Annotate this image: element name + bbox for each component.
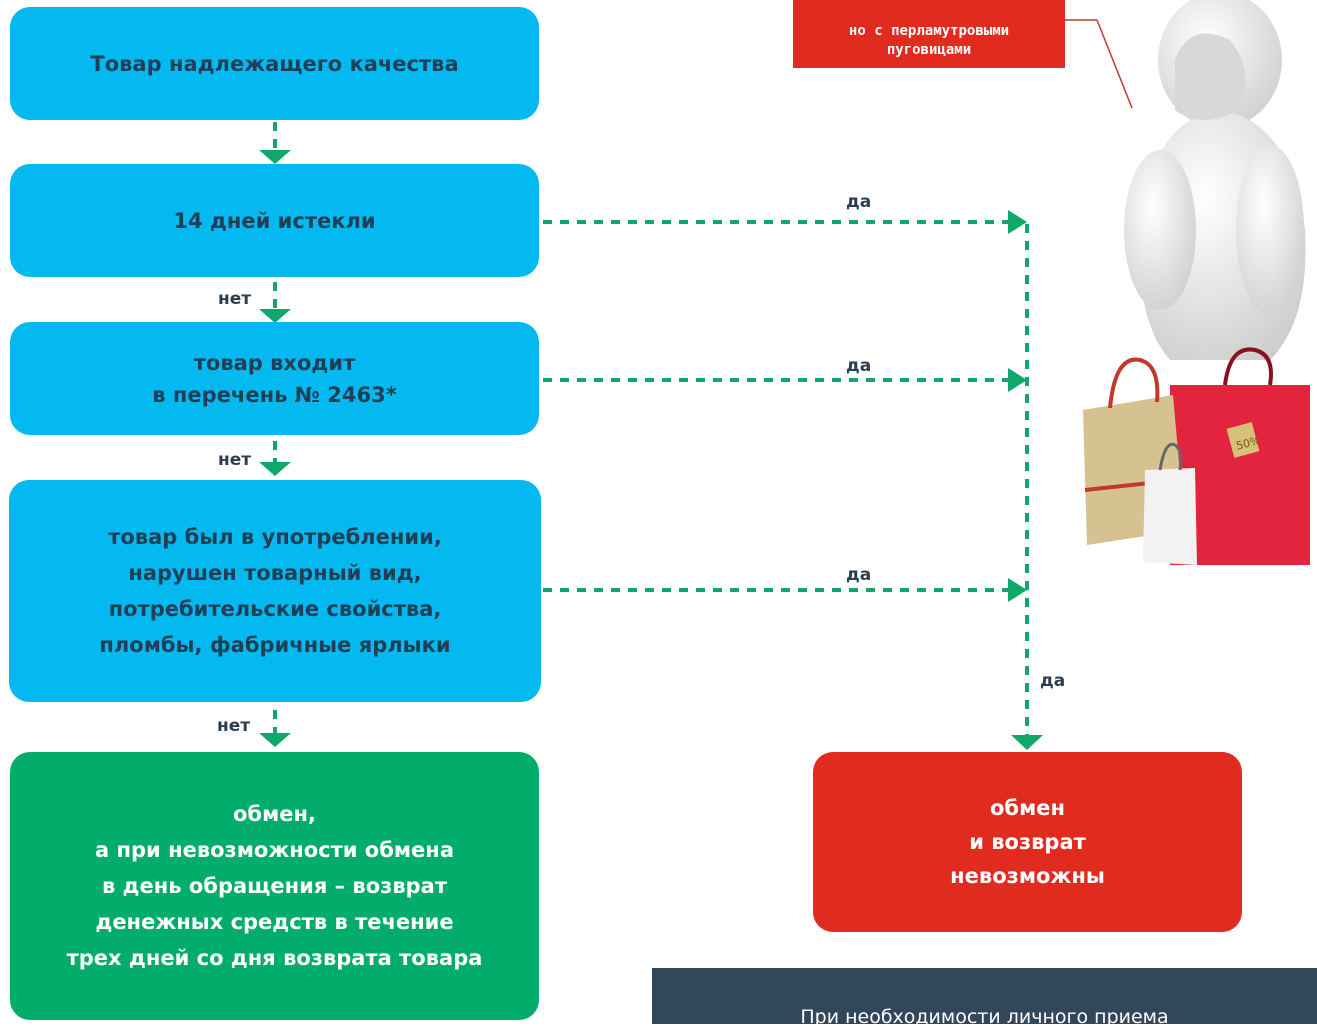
- step-used-line4: пломбы, фабричные ярлыки: [99, 633, 451, 657]
- step-used-line2: нарушен товарный вид,: [128, 561, 422, 585]
- shopping-bags-illustration: 50%: [1083, 347, 1310, 565]
- label-yes-4: да: [1040, 671, 1066, 691]
- label-yes-2: да: [846, 356, 872, 376]
- step-14-days-expired: 14 дней истекли: [10, 164, 539, 277]
- step-used-line3: потребительские свойства,: [108, 597, 442, 621]
- step-list-line2: в перечень № 2463*: [152, 382, 397, 407]
- sad-person-illustration: [1124, 0, 1306, 360]
- footer-text: При необходимости личного приема: [800, 1006, 1169, 1028]
- label-yes-1: да: [846, 192, 872, 212]
- label-no-2: нет: [218, 450, 252, 470]
- result-yes-line5: трех дней со дня возврата товара: [66, 946, 483, 970]
- result-no-line3: невозможны: [950, 864, 1105, 888]
- step-quality-goods: Товар надлежащего качества: [10, 7, 539, 120]
- step-quality-goods-text: Товар надлежащего качества: [90, 51, 459, 76]
- step-used-line1: товар был в употреблении,: [108, 525, 442, 549]
- label-yes-3: да: [846, 565, 872, 585]
- label-no-3: нет: [217, 716, 251, 736]
- callout-line1: но с перламутровыми: [848, 23, 1010, 39]
- callout-quote: но с перламутровыми пуговицами: [793, 0, 1065, 68]
- result-no-line2: и возврат: [969, 830, 1086, 854]
- result-exchange-refund: обмен, а при невозможности обмена в день…: [10, 752, 539, 1020]
- result-yes-line4: денежных средств в течение: [95, 910, 454, 934]
- step-14-days-text: 14 дней истекли: [173, 208, 376, 233]
- callout-line2: пуговицами: [886, 42, 972, 58]
- label-no-1: нет: [218, 289, 252, 309]
- result-yes-line3: в день обращения – возврат: [101, 874, 448, 898]
- bag-tag-text: 50%: [1235, 434, 1262, 453]
- footer-banner: При необходимости личного приема: [652, 968, 1317, 1028]
- result-no-line1: обмен: [989, 796, 1065, 820]
- result-yes-line2: а при невозможности обмена: [95, 838, 454, 862]
- result-impossible: обмен и возврат невозможны: [813, 752, 1242, 932]
- step-list-2463: товар входит в перечень № 2463*: [10, 322, 539, 435]
- step-list-line1: товар входит: [193, 350, 356, 375]
- step-goods-used: товар был в употреблении, нарушен товарн…: [9, 480, 541, 702]
- result-yes-line1: обмен,: [233, 802, 316, 826]
